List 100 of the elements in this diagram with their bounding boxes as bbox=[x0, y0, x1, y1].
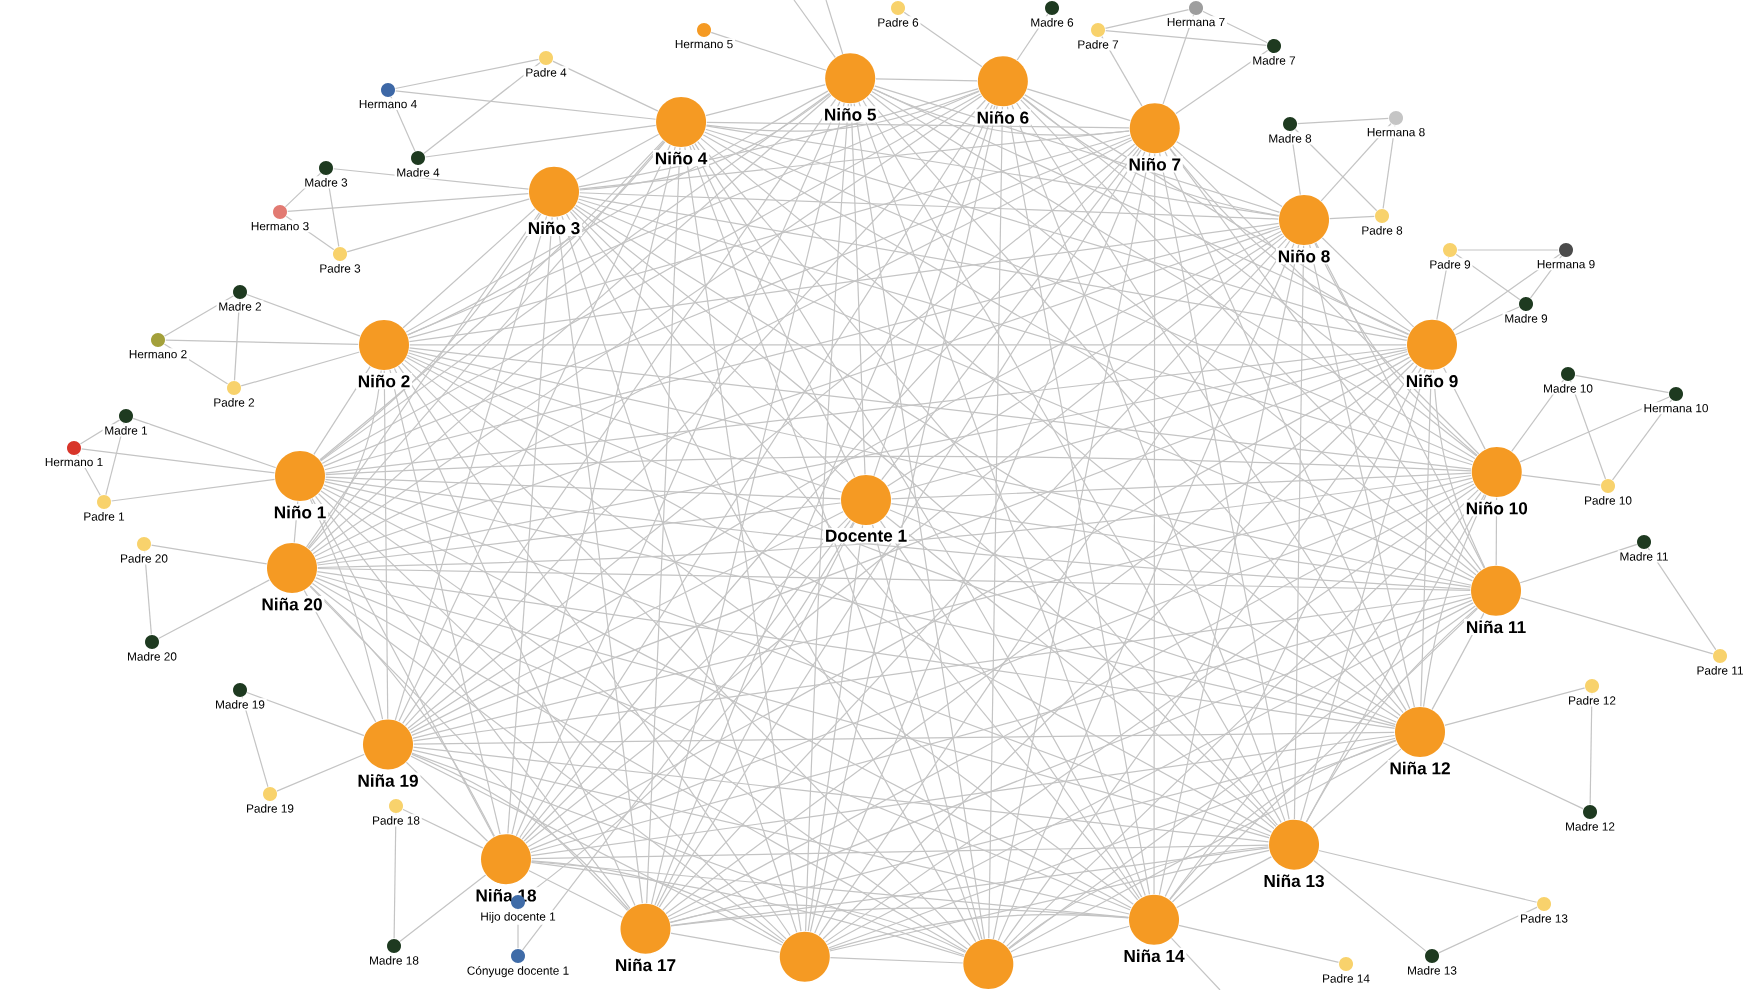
edge-line bbox=[405, 761, 489, 843]
edge-line bbox=[324, 476, 842, 500]
edge-line bbox=[667, 483, 1475, 918]
node-label: Niña 12 bbox=[1390, 761, 1450, 775]
edge-line bbox=[1178, 924, 1340, 963]
edge-line bbox=[668, 599, 1473, 921]
edge-line bbox=[1313, 860, 1427, 952]
edge-line bbox=[646, 146, 681, 905]
edge-line bbox=[405, 90, 829, 333]
edge-line bbox=[875, 78, 979, 82]
edge-line bbox=[997, 242, 1295, 942]
edge-line bbox=[527, 356, 1411, 848]
edge-line bbox=[793, 0, 836, 59]
edge-line bbox=[822, 361, 1415, 940]
edge-line bbox=[314, 495, 631, 910]
edge-line bbox=[529, 480, 1474, 851]
edge-line bbox=[1519, 543, 1638, 584]
edge-line bbox=[1519, 597, 1714, 655]
edge-line bbox=[530, 861, 965, 958]
node-label: Docente 1 bbox=[826, 529, 907, 542]
edge-line bbox=[319, 213, 542, 462]
edge-line bbox=[1008, 605, 1477, 950]
edge-line bbox=[1172, 145, 1480, 455]
edge-line bbox=[1442, 366, 1486, 450]
edge-line bbox=[577, 198, 1473, 466]
edge-line bbox=[1420, 369, 1432, 708]
edge-line bbox=[285, 215, 335, 251]
edge-line bbox=[407, 352, 843, 493]
edge-line bbox=[246, 293, 361, 337]
edge-line bbox=[1022, 96, 1478, 457]
edge-line bbox=[1611, 399, 1673, 481]
edge-line bbox=[1011, 104, 1286, 822]
edge-line bbox=[324, 478, 1472, 590]
edge-line bbox=[1300, 368, 1426, 821]
edge-line bbox=[1443, 687, 1586, 727]
edge-line bbox=[565, 213, 977, 943]
edge-line bbox=[702, 134, 1475, 579]
edge-line bbox=[1318, 849, 1538, 903]
edge-line bbox=[807, 524, 864, 933]
node-label: Niño 9 bbox=[1406, 374, 1458, 388]
edge-line bbox=[410, 755, 783, 946]
edge-line bbox=[1158, 244, 1300, 896]
edge-line bbox=[312, 95, 983, 555]
edge-line bbox=[561, 215, 798, 934]
edge-line bbox=[1296, 117, 1390, 125]
edge-line bbox=[322, 137, 1132, 468]
edge-line bbox=[578, 87, 980, 188]
edge-line bbox=[705, 121, 1130, 129]
edge-line bbox=[406, 141, 666, 336]
edge-line bbox=[1202, 10, 1268, 44]
edge-line bbox=[412, 731, 1396, 745]
edge-line bbox=[408, 230, 1282, 732]
edge-line bbox=[578, 93, 831, 191]
edge-line bbox=[1175, 140, 1283, 208]
edge-line bbox=[578, 195, 1408, 342]
edge-line bbox=[319, 139, 665, 461]
edge-line bbox=[1320, 122, 1392, 202]
edge-line bbox=[389, 369, 501, 836]
edge-line bbox=[397, 365, 791, 937]
edge-line bbox=[1164, 367, 1422, 898]
edge-line bbox=[890, 472, 1472, 500]
edge-line bbox=[1529, 255, 1563, 299]
edge-line bbox=[408, 349, 1472, 586]
edge-line bbox=[1519, 396, 1670, 463]
edge-line bbox=[988, 106, 1004, 940]
edge-line bbox=[309, 498, 384, 721]
edge-line bbox=[1101, 35, 1143, 107]
edge-line bbox=[1168, 491, 1482, 901]
edge-line bbox=[1153, 152, 1156, 895]
edge-line bbox=[163, 295, 235, 337]
edge-line bbox=[314, 139, 1133, 558]
edge-line bbox=[316, 349, 1408, 564]
edge-line bbox=[412, 477, 1473, 739]
edge-line bbox=[309, 585, 629, 912]
edge-line bbox=[394, 215, 548, 721]
edge-line bbox=[879, 520, 1141, 900]
edge-line bbox=[809, 105, 998, 933]
edge-line bbox=[871, 90, 1476, 460]
edge-line bbox=[1293, 244, 1305, 820]
edge-line bbox=[408, 347, 1473, 470]
edge-line bbox=[110, 478, 276, 502]
node-circle bbox=[779, 931, 830, 982]
edge-line bbox=[1006, 105, 1151, 896]
edge-line bbox=[705, 90, 980, 132]
edge-line bbox=[1294, 128, 1378, 212]
edge-line bbox=[424, 124, 657, 158]
edge-line bbox=[511, 146, 676, 836]
edge-line bbox=[873, 85, 1281, 213]
edge-line bbox=[654, 103, 994, 906]
edge-line bbox=[889, 350, 1409, 494]
edge-line bbox=[872, 88, 1410, 335]
edge-line bbox=[276, 753, 366, 792]
edge-line bbox=[703, 131, 1474, 463]
edge-line bbox=[530, 844, 1270, 860]
edge-line bbox=[324, 347, 1408, 474]
edge-line bbox=[157, 579, 271, 640]
edge-line bbox=[293, 500, 299, 544]
edge-line bbox=[332, 168, 530, 190]
edge-line bbox=[705, 125, 1280, 217]
edge-line bbox=[321, 487, 1133, 909]
